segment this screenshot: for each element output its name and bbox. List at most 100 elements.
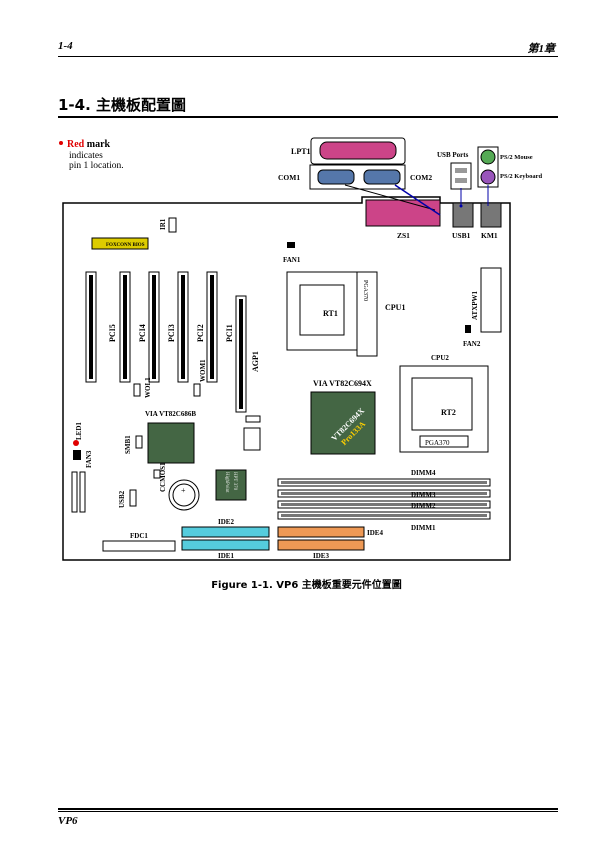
cpu1-label: CPU1 (385, 303, 405, 312)
cpu1-die (299, 284, 345, 336)
header-left: 1-4 (58, 40, 73, 52)
front-panel-header-2 (79, 471, 86, 513)
note-line3: pin 1 location. (69, 161, 124, 171)
ccmos1-label: CCMOS1 (159, 462, 167, 492)
cpu2-lever (419, 435, 469, 448)
wol1-header (133, 383, 141, 397)
ps2-mouse-label: PS/2 Mouse (500, 154, 533, 161)
ccmos1-jumper (153, 469, 161, 479)
ide4-label: IDE4 (367, 529, 383, 537)
northbridge-chip (310, 391, 376, 455)
dimm2-label: DIMM2 (411, 502, 436, 510)
ide3-label: IDE3 (313, 552, 329, 560)
ir1-header (168, 217, 177, 233)
wom1-label: WOM1 (199, 359, 207, 382)
wol1-label: WOL1 (144, 377, 152, 398)
km1-connector (480, 202, 502, 228)
title-rule (58, 116, 558, 118)
led1-mark (73, 440, 79, 446)
ir1-label: IR1 (159, 218, 167, 230)
km1-label: KM1 (481, 231, 498, 240)
hpt370-text: HPT 370 (232, 472, 237, 491)
usb-port-a (455, 168, 467, 173)
fan2-label: FAN2 (463, 340, 481, 348)
ide1-label: IDE1 (218, 552, 234, 560)
fan1-label: FAN1 (283, 256, 301, 264)
ps2-keyboard-label: PS/2 Keyboard (500, 173, 542, 180)
via686-label: VIA VT82C686B (145, 410, 196, 418)
rt2-label: RT2 (441, 408, 456, 417)
note-rest1: mark (84, 139, 110, 150)
cpu2-label: CPU2 (431, 354, 449, 362)
cpu1-lever (356, 271, 378, 357)
note-red: Red (67, 139, 85, 150)
small-header-a (245, 415, 261, 423)
header-right: 第1章 (527, 43, 556, 55)
leader-lpt (344, 184, 436, 211)
fan3-label: FAN3 (85, 450, 93, 468)
fdc1-label: FDC1 (130, 532, 148, 540)
fan3-header (73, 450, 81, 460)
note-line2: indicates (69, 151, 103, 161)
usb-port-stack (450, 162, 472, 190)
svg-text:Red mark: Red mark (67, 139, 111, 150)
southbridge-chip (147, 422, 195, 464)
ide1-connector (181, 539, 270, 551)
pci4-label: PCI4 (138, 324, 147, 342)
footer-rule-thick (58, 808, 558, 810)
pci3-label: PCI3 (167, 324, 176, 342)
red-mark-dot (59, 141, 63, 145)
usb1-connector (452, 202, 474, 228)
fdc1-connector (102, 540, 176, 552)
battery-plus: + (181, 486, 186, 495)
com2-port (363, 169, 401, 185)
usb2-header (129, 489, 137, 507)
usb-ports-label: USB Ports (437, 151, 469, 159)
usb1-label: USB1 (452, 231, 471, 240)
pci1-label: PCI1 (225, 324, 234, 342)
ide4-connector (277, 526, 365, 538)
lpt1-label: LPT1 (291, 147, 311, 156)
ide2-label: IDE2 (218, 518, 234, 526)
cpu2-die (411, 377, 473, 431)
ide2-connector (181, 526, 270, 538)
com1-port (317, 169, 355, 185)
header-rule (58, 56, 558, 57)
lpt1-port (319, 141, 397, 160)
usb2-label: USB2 (118, 490, 126, 508)
smb1-header (135, 435, 143, 449)
com1-label: COM1 (278, 173, 300, 182)
wom1-header (193, 383, 201, 397)
via694-label: VIA VT82C694X (313, 379, 372, 388)
bios-label: FOXCONN BIOS (106, 243, 145, 248)
zs1-label: ZS1 (397, 231, 410, 240)
led1-label: LED1 (75, 422, 83, 440)
com2-label: COM2 (410, 173, 432, 182)
front-panel-header-1 (71, 471, 78, 513)
section-title: 1-4. 主機板配置圖 (58, 96, 187, 114)
dimm-slots (277, 478, 491, 520)
highpoint-chip (215, 469, 247, 501)
fan1-header (287, 242, 295, 248)
usb-port-b (455, 178, 467, 183)
figure-caption: Figure 1-1. VP6 主機板重要元件位置圖 (211, 580, 402, 591)
dimm4-label: DIMM4 (411, 469, 436, 477)
footer-rule-thin (58, 811, 558, 812)
pci-slots (85, 271, 218, 383)
dimm3-label: DIMM3 (411, 491, 436, 499)
zs1-connector (365, 199, 441, 227)
cpu1-pga-label: PGA370 (362, 280, 368, 301)
footer-text: VP6 (58, 815, 78, 827)
leader-com (394, 184, 441, 216)
atxpw1-label: ATXPW1 (471, 290, 479, 320)
bios-chip (91, 237, 149, 250)
ide3-connector (277, 539, 365, 551)
clock-chip (243, 427, 261, 451)
pci2-label: PCI2 (196, 324, 205, 342)
highpoint-text: HighPoint (224, 472, 229, 493)
pci5-label: PCI5 (108, 324, 117, 342)
ps2-mouse-port (480, 149, 496, 165)
smb1-label: SMB1 (124, 435, 132, 454)
fan2-header (465, 325, 471, 333)
